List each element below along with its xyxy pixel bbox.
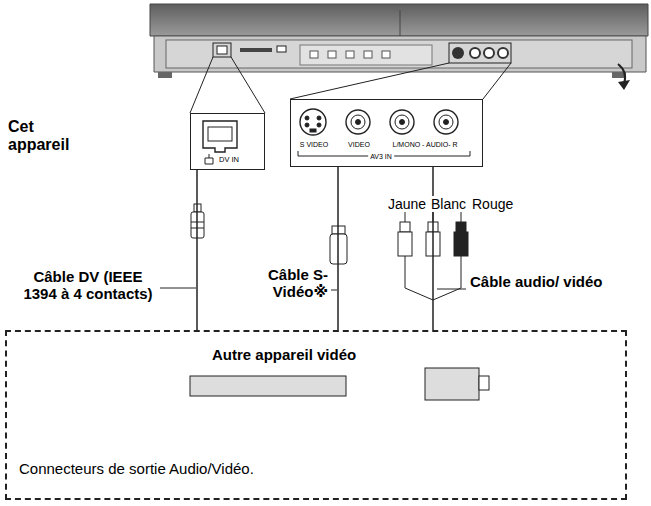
port-label: AV3 IN: [368, 153, 394, 161]
port-label: L/MONO - AUDIO- R: [393, 141, 458, 149]
av3-ports: [300, 109, 458, 135]
color-label: Blanc: [431, 196, 466, 212]
part-label: Câble S-Vidéo※: [250, 266, 328, 301]
recorder: [150, 4, 648, 90]
device-group-box: Autre appareil vidéoConnecteurs de sorti…: [5, 330, 627, 500]
connector-inset: DV IN: [190, 113, 265, 170]
device-label: Autre appareil vidéo: [212, 346, 356, 363]
other-devices: [190, 368, 489, 400]
port-label: VIDEO: [348, 141, 370, 149]
cable: [337, 167, 339, 330]
port-label: S VIDEO: [300, 141, 328, 149]
device-label: Connecteurs de sortie Audio/Vidéo.: [19, 460, 254, 477]
connector-inset: S VIDEO VIDEO L/MONO - AUDIO- R AV3 IN: [290, 99, 483, 167]
part-label: Câble audio/ vidéo: [470, 273, 610, 290]
part-label: Cet appareil: [8, 118, 90, 155]
dv-icon: [205, 154, 213, 164]
cable: [196, 170, 198, 330]
color-label: Jaune: [388, 196, 426, 212]
cable: [432, 167, 434, 330]
part-label: Câble DV (IEEE 1394 à 4 contacts): [20, 268, 156, 303]
dv-port: [203, 121, 237, 152]
port-label: DV IN: [219, 156, 239, 165]
color-label: Rouge: [472, 196, 513, 212]
